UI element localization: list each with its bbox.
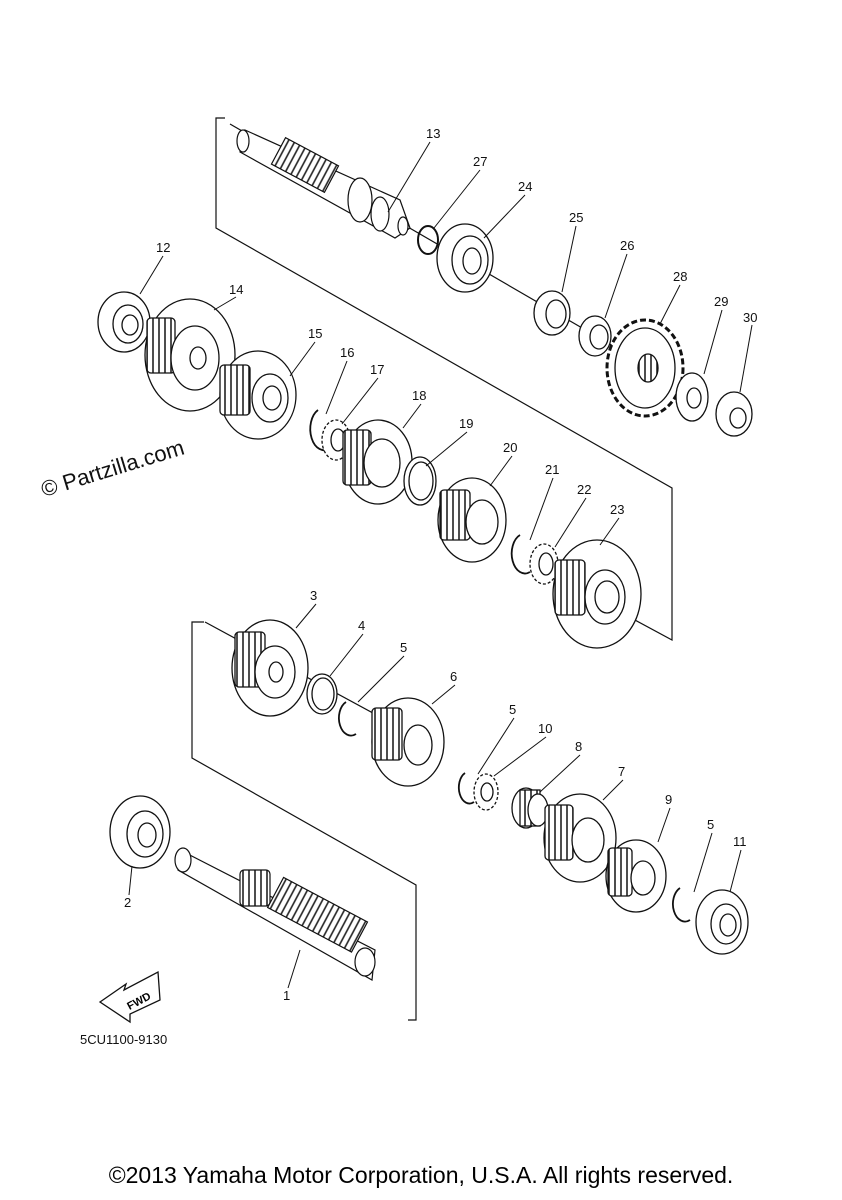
washer-19 (403, 456, 437, 506)
callout-6: 6 (450, 669, 457, 684)
callout-25: 25 (569, 210, 583, 225)
drive-sprocket-28 (605, 318, 685, 418)
circlip-5c (672, 887, 691, 923)
gear-3 (231, 619, 309, 717)
callout-2: 2 (124, 895, 131, 910)
callout-24: 24 (518, 179, 532, 194)
lock-washer-29 (675, 372, 709, 422)
fwd-arrow-icon: FWD (98, 970, 161, 1024)
gear-6 (371, 697, 445, 787)
callout-20: 20 (503, 440, 517, 455)
callout-29: 29 (714, 294, 728, 309)
callout-27: 27 (473, 154, 487, 169)
callout-1: 1 (283, 988, 290, 1003)
gear-23 (552, 539, 642, 649)
nut-30 (715, 391, 753, 437)
callout-9: 9 (665, 792, 672, 807)
callout-5b: 5 (509, 702, 516, 717)
callout-26: 26 (620, 238, 634, 253)
bearing-12 (97, 291, 151, 353)
bearing-2 (109, 795, 171, 869)
gear-18 (342, 419, 413, 505)
callout-21: 21 (545, 462, 559, 477)
callout-18: 18 (412, 388, 426, 403)
drive-axle-13 (236, 129, 411, 239)
callout-22: 22 (577, 482, 591, 497)
copyright-notice: ©2013 Yamaha Motor Corporation, U.S.A. A… (108, 1162, 734, 1188)
callout-17: 17 (370, 362, 384, 377)
washer-22 (529, 543, 559, 585)
callout-13: 13 (426, 126, 440, 141)
gear-9 (605, 839, 667, 913)
gear-7 (543, 793, 617, 883)
washer-4 (306, 673, 338, 715)
gear-14 (144, 298, 236, 412)
callout-30: 30 (743, 310, 757, 325)
main-axle-1 (174, 847, 376, 981)
collar-25 (533, 290, 571, 336)
callout-15: 15 (308, 326, 322, 341)
needle-bearing-8 (511, 787, 549, 829)
callout-4: 4 (358, 618, 365, 633)
circlip-5a (338, 701, 357, 737)
diagram-code: 5CU1100-9130 (80, 1032, 168, 1047)
callout-8: 8 (575, 739, 582, 754)
callout-16: 16 (340, 345, 354, 360)
callout-10: 10 (538, 721, 552, 736)
collar-26 (578, 315, 612, 357)
callout-5a: 5 (400, 640, 407, 655)
circlip-5b (457, 772, 475, 805)
callout-19: 19 (459, 416, 473, 431)
bearing-24 (436, 223, 494, 293)
callout-14: 14 (229, 282, 243, 297)
gear-15 (219, 350, 297, 440)
callout-28: 28 (673, 269, 687, 284)
gear-20 (437, 477, 507, 563)
o-ring-27 (417, 225, 439, 255)
callout-23: 23 (610, 502, 624, 517)
callout-labels: 13 27 24 25 26 28 29 30 12 14 15 16 17 1… (124, 126, 757, 1003)
callout-7: 7 (618, 764, 625, 779)
circlip-21 (510, 534, 531, 575)
bearing-11 (695, 889, 749, 955)
callout-3: 3 (310, 588, 317, 603)
callout-5c: 5 (707, 817, 714, 832)
callout-12: 12 (156, 240, 170, 255)
leader-lines (128, 141, 753, 989)
callout-11: 11 (733, 834, 747, 849)
washer-10 (473, 773, 499, 811)
